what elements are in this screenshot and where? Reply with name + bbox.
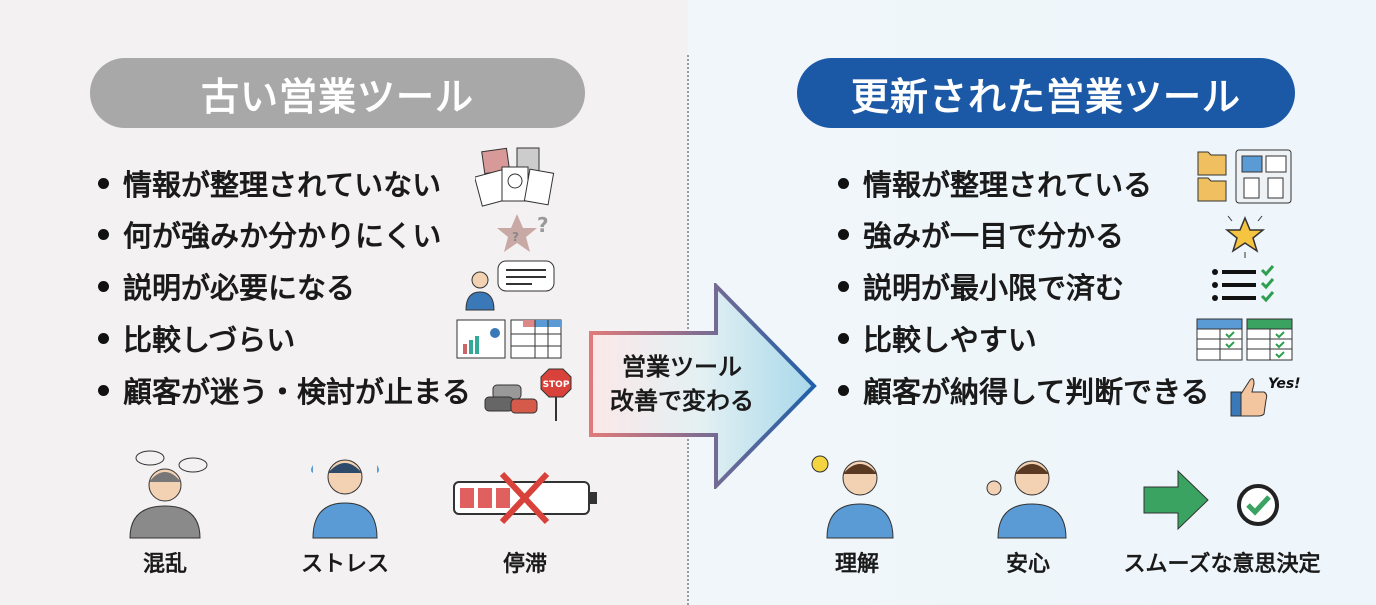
thumbs-up-icon: Yes! bbox=[1230, 376, 1301, 417]
stressed-person-icon bbox=[311, 459, 379, 539]
messy-documents-icon bbox=[475, 147, 555, 207]
svg-text:STOP: STOP bbox=[543, 380, 570, 390]
arrow-label: 営業ツール改善で変わる bbox=[610, 353, 754, 415]
divider bbox=[687, 55, 689, 605]
charts-comparison-icon bbox=[456, 319, 562, 359]
list-item: 強みが一目で分かる bbox=[838, 214, 1124, 254]
list-item: 説明が最小限で済む bbox=[838, 266, 1124, 306]
list-item: 顧客が納得して判断できる bbox=[838, 370, 1210, 410]
comparison-table-icon bbox=[1196, 318, 1293, 361]
new-tools-title: 更新された営業ツール bbox=[797, 58, 1295, 128]
list-item: 情報が整理されている bbox=[838, 163, 1152, 203]
svg-text:?: ? bbox=[537, 213, 549, 237]
figure-label: ストレス bbox=[300, 552, 390, 577]
arrow-check-icon bbox=[1143, 469, 1279, 531]
figure-label: 停滞 bbox=[502, 552, 548, 577]
list-item: 顧客が迷う・検討が止まる bbox=[98, 370, 471, 410]
transition-arrow bbox=[589, 283, 817, 489]
figure-label: 混乱 bbox=[142, 552, 188, 577]
list-item: 比較しづらい bbox=[98, 318, 295, 358]
list-item: 何が強みか分かりにくい bbox=[98, 214, 441, 254]
list-item: 比較しやすい bbox=[838, 318, 1037, 358]
relieved-person-icon bbox=[986, 460, 1067, 539]
checklist-icon bbox=[1212, 265, 1275, 303]
svg-text:?: ? bbox=[512, 230, 519, 244]
svg-text:Yes!: Yes! bbox=[1268, 376, 1301, 392]
stalled-progress-icon bbox=[453, 471, 597, 525]
confused-person-icon bbox=[129, 450, 208, 539]
figure-label: スムーズな意思決定 bbox=[1123, 552, 1321, 577]
list-item: 情報が整理されていない bbox=[98, 163, 441, 203]
list-item: 説明が必要になる bbox=[98, 266, 355, 306]
old-tools-title: 古い営業ツール bbox=[90, 58, 585, 128]
salesperson-explaining-icon bbox=[465, 260, 555, 311]
star-question-icon: ? ? bbox=[497, 213, 549, 252]
shining-star-icon bbox=[1224, 215, 1266, 258]
understanding-person-icon bbox=[811, 455, 894, 539]
organized-folders-icon bbox=[1197, 149, 1292, 204]
figure-label: 安心 bbox=[1005, 552, 1051, 577]
traffic-jam-stop-icon: STOP bbox=[484, 368, 572, 421]
figure-label: 理解 bbox=[834, 552, 880, 577]
